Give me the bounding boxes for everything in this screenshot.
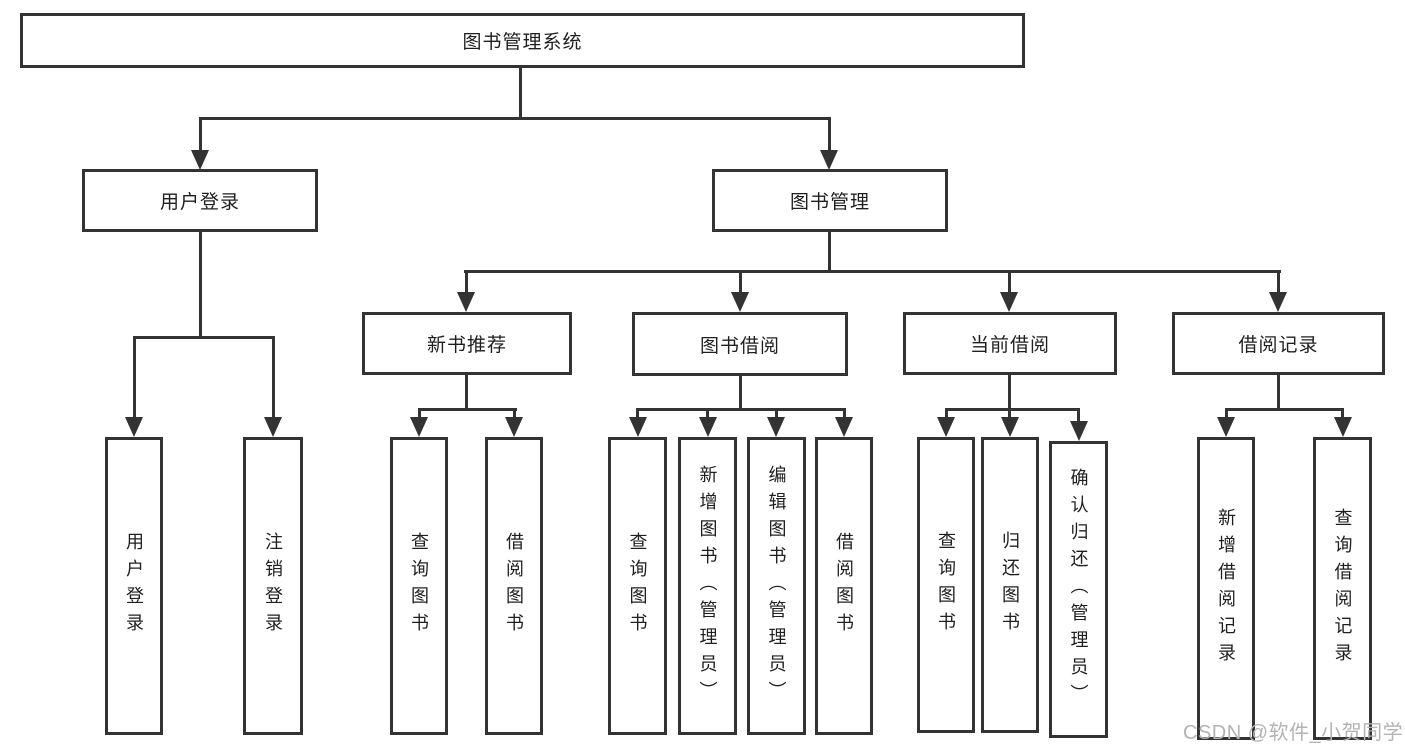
connector-line [636,408,639,421]
connector-line [828,232,831,273]
node-borrow-records: 借阅记录 [1172,312,1385,375]
node-current-borrow: 当前借阅 [903,312,1117,375]
arrow-down-icon [629,417,647,437]
node-new-book-recommend: 新书推荐 [362,312,572,375]
node-borrow-records-label: 借阅记录 [1238,335,1319,356]
leaf-query-books-recommend-label: 查询图书 [409,532,429,640]
leaf-query-borrow-record-label: 查询借阅记录 [1332,507,1353,670]
leaf-add-book-admin-label: 新增图书（管理员） [697,464,718,708]
arrow-down-icon [410,417,428,437]
leaf-query-borrow-record: 查询借阅记录 [1313,437,1372,740]
node-book-management: 图书管理 [712,169,948,232]
csdn-watermark: CSDN @软件_小贺同学 [1183,722,1404,744]
connector-line [843,408,846,421]
connector-line [1008,408,1011,421]
arrow-down-icon [1001,417,1019,437]
connector-line [133,336,136,421]
node-book-borrow-label: 图书借阅 [699,335,780,357]
leaf-add-book-admin: 新增图书（管理员） [678,437,737,735]
node-root-label: 图书管理系统 [462,32,583,53]
connector-line [1225,408,1228,421]
connector-line [418,408,421,421]
connector-line [1008,375,1011,411]
connector-line [272,336,275,421]
leaf-add-borrow-record: 新增借阅记录 [1197,437,1255,740]
connector-line [1077,408,1080,421]
arrow-down-icon [731,292,749,312]
connector-line [739,270,742,295]
leaf-user-login: 用户登录 [105,437,163,735]
connector-line [775,408,778,421]
arrow-down-icon [1000,292,1018,312]
connector-line [945,408,1080,411]
leaf-logout-label: 注销登录 [263,532,283,640]
arrow-down-icon [820,150,838,170]
connector-line [133,336,275,339]
connector-line [513,408,516,421]
arrow-down-icon [1334,417,1352,437]
leaf-query-books-borrow-label: 查询图书 [627,532,648,640]
arrow-down-icon [1217,417,1235,437]
leaf-query-books-borrow: 查询图书 [608,437,667,735]
arrow-down-icon [505,417,523,437]
connector-line [636,408,846,411]
leaf-return-books: 归还图书 [981,437,1039,733]
connector-line [828,117,831,157]
arrow-down-icon [1070,421,1088,441]
connector-line [465,375,468,411]
node-book-management-label: 图书管理 [789,192,870,213]
connector-line [1225,408,1344,411]
leaf-query-books-current: 查询图书 [917,437,975,733]
leaf-borrow-books-recommend: 借阅图书 [485,437,543,735]
arrow-down-icon [264,417,282,437]
leaf-borrow-books: 借阅图书 [815,437,873,735]
connector-line [418,408,517,411]
connector-line [706,408,709,421]
leaf-borrow-books-label: 借阅图书 [834,532,854,640]
arrow-down-icon [1269,292,1287,312]
leaf-user-login-label: 用户登录 [124,532,144,640]
node-new-book-recommend-label: 新书推荐 [426,335,507,356]
connector-line [1341,408,1344,421]
connector-line [199,117,202,157]
leaf-query-books-current-label: 查询图书 [936,531,956,639]
connector-line [1008,270,1011,295]
arrow-down-icon [191,150,209,170]
leaf-edit-book-admin: 编辑图书（管理员） [747,437,806,735]
leaf-add-borrow-record-label: 新增借阅记录 [1216,507,1236,670]
arrow-down-icon [125,417,143,437]
leaf-edit-book-admin-label: 编辑图书（管理员） [766,464,787,708]
node-root: 图书管理系统 [20,13,1025,68]
connector-line [465,270,468,295]
node-book-borrow: 图书借阅 [632,312,848,376]
node-user-login: 用户登录 [82,169,318,232]
arrow-down-icon [937,417,955,437]
connector-line [1277,270,1280,295]
leaf-return-books-label: 归还图书 [1000,531,1020,639]
connector-line [199,117,831,120]
leaf-logout: 注销登录 [243,437,303,735]
leaf-confirm-return-admin: 确认归还（管理员） [1049,441,1108,738]
arrow-down-icon [457,292,475,312]
leaf-borrow-books-recommend-label: 借阅图书 [504,532,524,640]
connector-line [739,375,742,411]
arrow-down-icon [835,417,853,437]
arrow-down-icon [767,417,785,437]
connector-line [464,270,1281,273]
connector-line [945,408,948,421]
leaf-query-books-recommend: 查询图书 [390,437,448,735]
arrow-down-icon [699,417,717,437]
leaf-confirm-return-admin-label: 确认归还（管理员） [1068,468,1089,711]
connector-line [519,68,522,120]
connector-line [1277,375,1280,411]
node-user-login-label: 用户登录 [159,192,240,213]
node-current-borrow-label: 当前借阅 [969,335,1050,356]
connector-line [199,232,202,339]
